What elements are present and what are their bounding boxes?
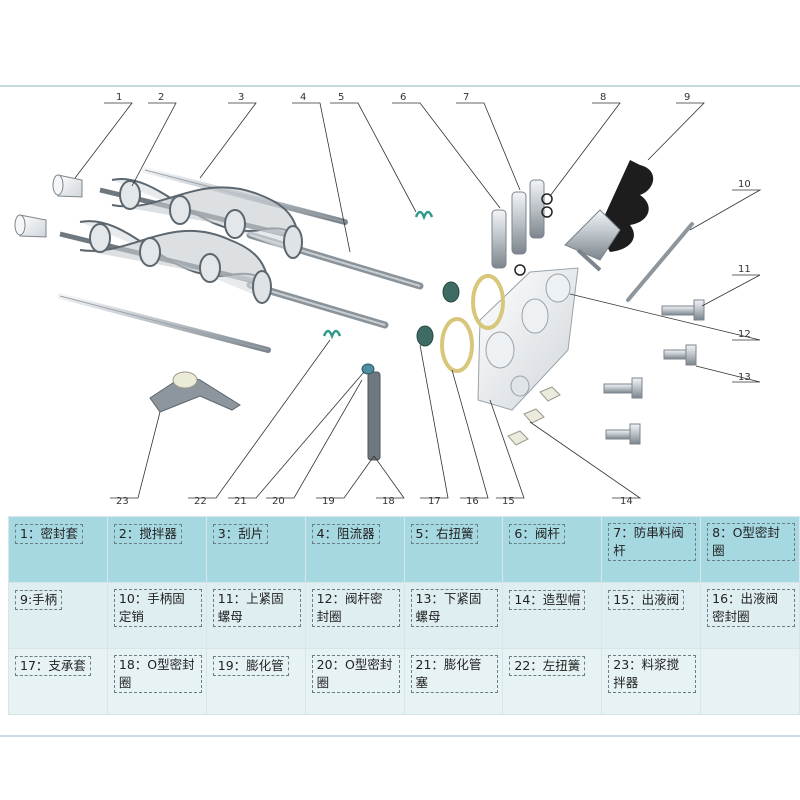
callout-1: 1 — [116, 92, 122, 103]
part-label: 8：O型密封圈 — [707, 523, 795, 561]
table-cell: 14：造型帽 — [502, 582, 603, 649]
leader-lines — [74, 102, 762, 499]
left-torsion-spring — [322, 329, 342, 340]
expansion-tube — [361, 363, 381, 461]
table-row: 17：支承套 18：O型密封圈 19：膨化管 20：O型密封圈 21：膨化管塞 … — [8, 648, 800, 715]
table-cell: 7：防串料阀杆 — [601, 516, 702, 583]
table-cell: 16：出液阀密封圈 — [700, 582, 800, 649]
table-cell: 19：膨化管 — [205, 648, 306, 715]
table-cell: 4：阻流器 — [304, 516, 405, 583]
slurry-stirrer — [149, 371, 241, 413]
callout-11: 11 — [738, 264, 751, 275]
callout-23: 23 — [116, 496, 129, 507]
seal-sleeves — [14, 174, 83, 238]
part-label: 1：密封套 — [15, 524, 83, 544]
table-cell: 3：刮片 — [205, 516, 306, 583]
stirrer-lower — [59, 220, 272, 304]
discharge-valve-body — [477, 267, 579, 411]
table-cell: 12：阀杆密封圈 — [304, 582, 405, 649]
part-label: 6：阀杆 — [509, 524, 565, 544]
stirrer-upper — [99, 178, 303, 259]
part-label: 7：防串料阀杆 — [608, 523, 697, 561]
part-label: 20：O型密封圈 — [311, 655, 400, 693]
right-torsion-spring — [414, 210, 434, 221]
table-cell-empty — [700, 648, 800, 715]
part-label: 10：手柄固定销 — [113, 589, 202, 627]
support-sleeves — [416, 281, 460, 347]
table-cell: 13：下紧固螺母 — [403, 582, 504, 649]
table-cell: 8：O型密封圈 — [700, 516, 800, 583]
part-label: 4：阻流器 — [311, 524, 380, 544]
handle-fixing-pin — [626, 222, 694, 302]
part-label: 5：右扭簧 — [410, 524, 479, 544]
part-label: 12：阀杆密封圈 — [311, 589, 400, 627]
callout-numbers: 1 2 3 4 5 6 7 8 9 10 11 12 13 14 15 16 1… — [116, 92, 751, 507]
table-cell: 20：O型密封圈 — [304, 648, 405, 715]
table-cell: 21：膨化管塞 — [403, 648, 504, 715]
part-label: 17：支承套 — [15, 656, 91, 676]
table-cell: 15：出液阀 — [601, 582, 702, 649]
callout-3: 3 — [238, 92, 244, 103]
valve-rods — [491, 179, 553, 276]
callout-17: 17 — [428, 496, 441, 507]
callout-19: 19 — [322, 496, 335, 507]
callout-22: 22 — [194, 496, 207, 507]
table-cell: 5：右扭簧 — [403, 516, 504, 583]
callout-16: 16 — [466, 496, 479, 507]
part-label: 16：出液阀密封圈 — [707, 589, 795, 627]
callout-13: 13 — [738, 372, 751, 383]
callout-2: 2 — [158, 92, 164, 103]
part-label: 11：上紧固螺母 — [212, 589, 301, 627]
callout-8: 8 — [600, 92, 606, 103]
table-row: 1：密封套 2：搅拌器 3：刮片 4：阻流器 5：右扭簧 6：阀杆 7：防串料阀… — [8, 516, 800, 583]
part-label: 3：刮片 — [212, 524, 269, 544]
table-cell: 9:手柄 — [8, 582, 108, 649]
molding-caps — [507, 386, 561, 446]
callout-15: 15 — [502, 496, 515, 507]
table-cell: 6：阀杆 — [502, 516, 603, 583]
handle — [564, 160, 654, 272]
part-label: 21：膨化管塞 — [410, 655, 499, 693]
table-cell: 11：上紧固螺母 — [205, 582, 306, 649]
table-cell: 10：手柄固定销 — [106, 582, 207, 649]
part-label: 22：左扭簧 — [509, 656, 586, 676]
parts-legend-table: 1：密封套 2：搅拌器 3：刮片 4：阻流器 5：右扭簧 6：阀杆 7：防串料阀… — [8, 516, 800, 715]
part-label: 13：下紧固螺母 — [410, 589, 499, 627]
table-cell: 2：搅拌器 — [106, 516, 207, 583]
callout-14: 14 — [620, 496, 633, 507]
part-label: 2：搅拌器 — [113, 524, 182, 544]
table-row: 9:手柄 10：手柄固定销 11：上紧固螺母 12：阀杆密封圈 13：下紧固螺母… — [8, 582, 800, 649]
callout-10: 10 — [738, 179, 751, 190]
table-cell: 18：O型密封圈 — [106, 648, 207, 715]
part-label: 19：膨化管 — [212, 656, 289, 676]
callout-12: 12 — [738, 329, 751, 340]
table-cell: 22：左扭簧 — [502, 648, 603, 715]
callout-18: 18 — [382, 496, 395, 507]
callout-7: 7 — [463, 92, 469, 103]
table-cell: 17：支承套 — [8, 648, 108, 715]
callout-4: 4 — [300, 92, 306, 103]
part-label: 23：料浆搅拌器 — [608, 655, 697, 693]
table-cell: 1：密封套 — [8, 516, 108, 583]
part-label: 14：造型帽 — [509, 590, 586, 610]
callout-5: 5 — [338, 92, 344, 103]
callout-21: 21 — [234, 496, 247, 507]
fastening-bolts — [603, 299, 705, 445]
part-label: 9:手柄 — [15, 590, 63, 610]
table-cell: 23：料浆搅拌器 — [601, 648, 702, 715]
bottom-divider — [0, 735, 800, 737]
callout-9: 9 — [684, 92, 690, 103]
flow-blockers — [246, 231, 424, 329]
valve-seal-rings — [440, 274, 505, 373]
callout-20: 20 — [272, 496, 285, 507]
callout-6: 6 — [400, 92, 406, 103]
part-label: 18：O型密封圈 — [113, 655, 202, 693]
part-label: 15：出液阀 — [608, 590, 685, 610]
